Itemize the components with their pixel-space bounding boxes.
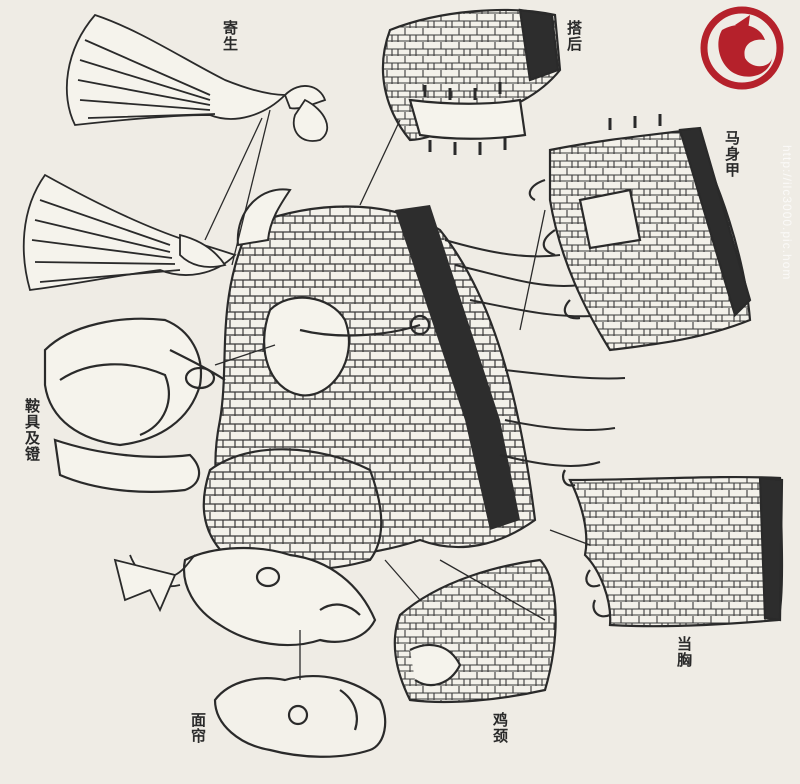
seal-logo <box>704 10 780 86</box>
label-jijing: 鸡颈 <box>492 712 507 744</box>
label-mianlian: 面帘 <box>190 712 205 744</box>
label-anju: 鞍具及镫 <box>24 398 39 462</box>
plume-middle <box>24 175 235 290</box>
label-jisheng: 寄生 <box>222 20 237 52</box>
head-plume <box>115 555 195 610</box>
face-shield <box>215 676 385 757</box>
label-dahou: 搭后 <box>566 20 581 52</box>
label-dangxiong: 当胸 <box>676 636 691 668</box>
chest-armor <box>563 470 782 626</box>
plume-top <box>67 15 327 141</box>
saddle-detail <box>45 319 225 492</box>
rear-armor <box>383 10 560 155</box>
label-mashenjia: 马身甲 <box>724 130 739 178</box>
watermark-url: http://ilc3000.pic.hom <box>780 145 794 280</box>
neck-armor <box>395 560 556 702</box>
